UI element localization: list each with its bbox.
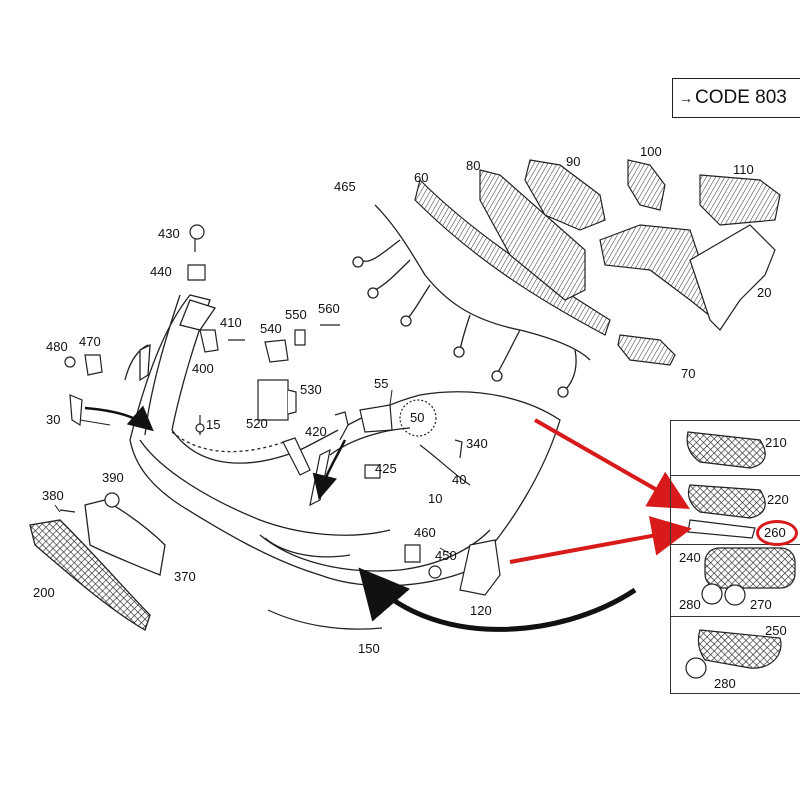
part-label-200: 200 [33,585,55,600]
part-70 [617,334,676,366]
part-label-530: 530 [300,382,322,397]
part-label-560: 560 [318,301,340,316]
part-label-70: 70 [681,366,696,381]
red-arrow-upper [534,418,690,509]
part-label-465: 465 [334,179,356,194]
part-label-280-upper: 280 [679,597,701,612]
part-label-410: 410 [220,315,242,330]
part-label-80: 80 [466,158,481,173]
right-panel-parts [685,431,796,679]
part-label-450: 450 [435,548,457,563]
part-label-40: 40 [452,472,467,487]
lower-grille-mesh [29,519,151,631]
part-label-470: 470 [79,334,101,349]
part-label-390: 390 [102,470,124,485]
panel-divider [671,475,800,476]
part-label-370: 370 [174,569,196,584]
part-label-15: 15 [206,417,221,432]
front-frame [479,169,586,301]
part-label-520: 520 [246,416,268,431]
shield-110 [699,174,781,226]
part-label-210: 210 [765,435,787,450]
part-label-240: 240 [679,550,701,565]
part-label-430: 430 [158,226,180,241]
part-label-440: 440 [150,264,172,279]
bracket-100 [627,159,666,211]
variant-panel [670,420,800,694]
hardware [59,224,501,630]
code-label-box: → CODE 803 [672,78,800,118]
part-label-20: 20 [757,285,772,300]
air-duct [524,159,606,231]
part-label-380: 380 [42,488,64,503]
part-label-280-lower: 280 [714,676,736,691]
black-arrow-30 [84,405,154,432]
part-label-540: 540 [260,321,282,336]
code-text: CODE 803 [695,87,787,108]
part-label-260: 260 [764,525,786,540]
part-label-480: 480 [46,339,68,354]
part-label-10: 10 [428,491,443,506]
black-arrow-55 [312,439,347,500]
part-label-550: 550 [285,307,307,322]
part-label-220: 220 [767,492,789,507]
wiring-harness [352,204,591,398]
part-label-460: 460 [414,525,436,540]
panel-divider [671,616,800,617]
part-label-425: 425 [375,461,397,476]
black-curved-arrow [358,567,637,632]
part-label-60: 60 [414,170,429,185]
part-label-340: 340 [466,436,488,451]
part-label-420: 420 [305,424,327,439]
part-label-100: 100 [640,144,662,159]
part-label-150: 150 [358,641,380,656]
license-plate-bracket [84,499,166,576]
red-arrow-lower [509,516,692,564]
part-label-110: 110 [733,162,754,177]
arrow-right-icon: → [679,90,693,106]
part-label-120: 120 [470,603,492,618]
part-label-55: 55 [374,376,389,391]
part-label-250: 250 [765,623,787,638]
panel-divider [671,544,800,545]
part-label-400: 400 [192,361,214,376]
part-label-50: 50 [410,410,425,425]
leader-lines [54,389,453,556]
highlight-circle-260 [756,520,798,546]
part-label-270: 270 [750,597,772,612]
part-label-30: 30 [46,412,61,427]
side-bracket [599,224,776,331]
part-label-90: 90 [566,154,581,169]
